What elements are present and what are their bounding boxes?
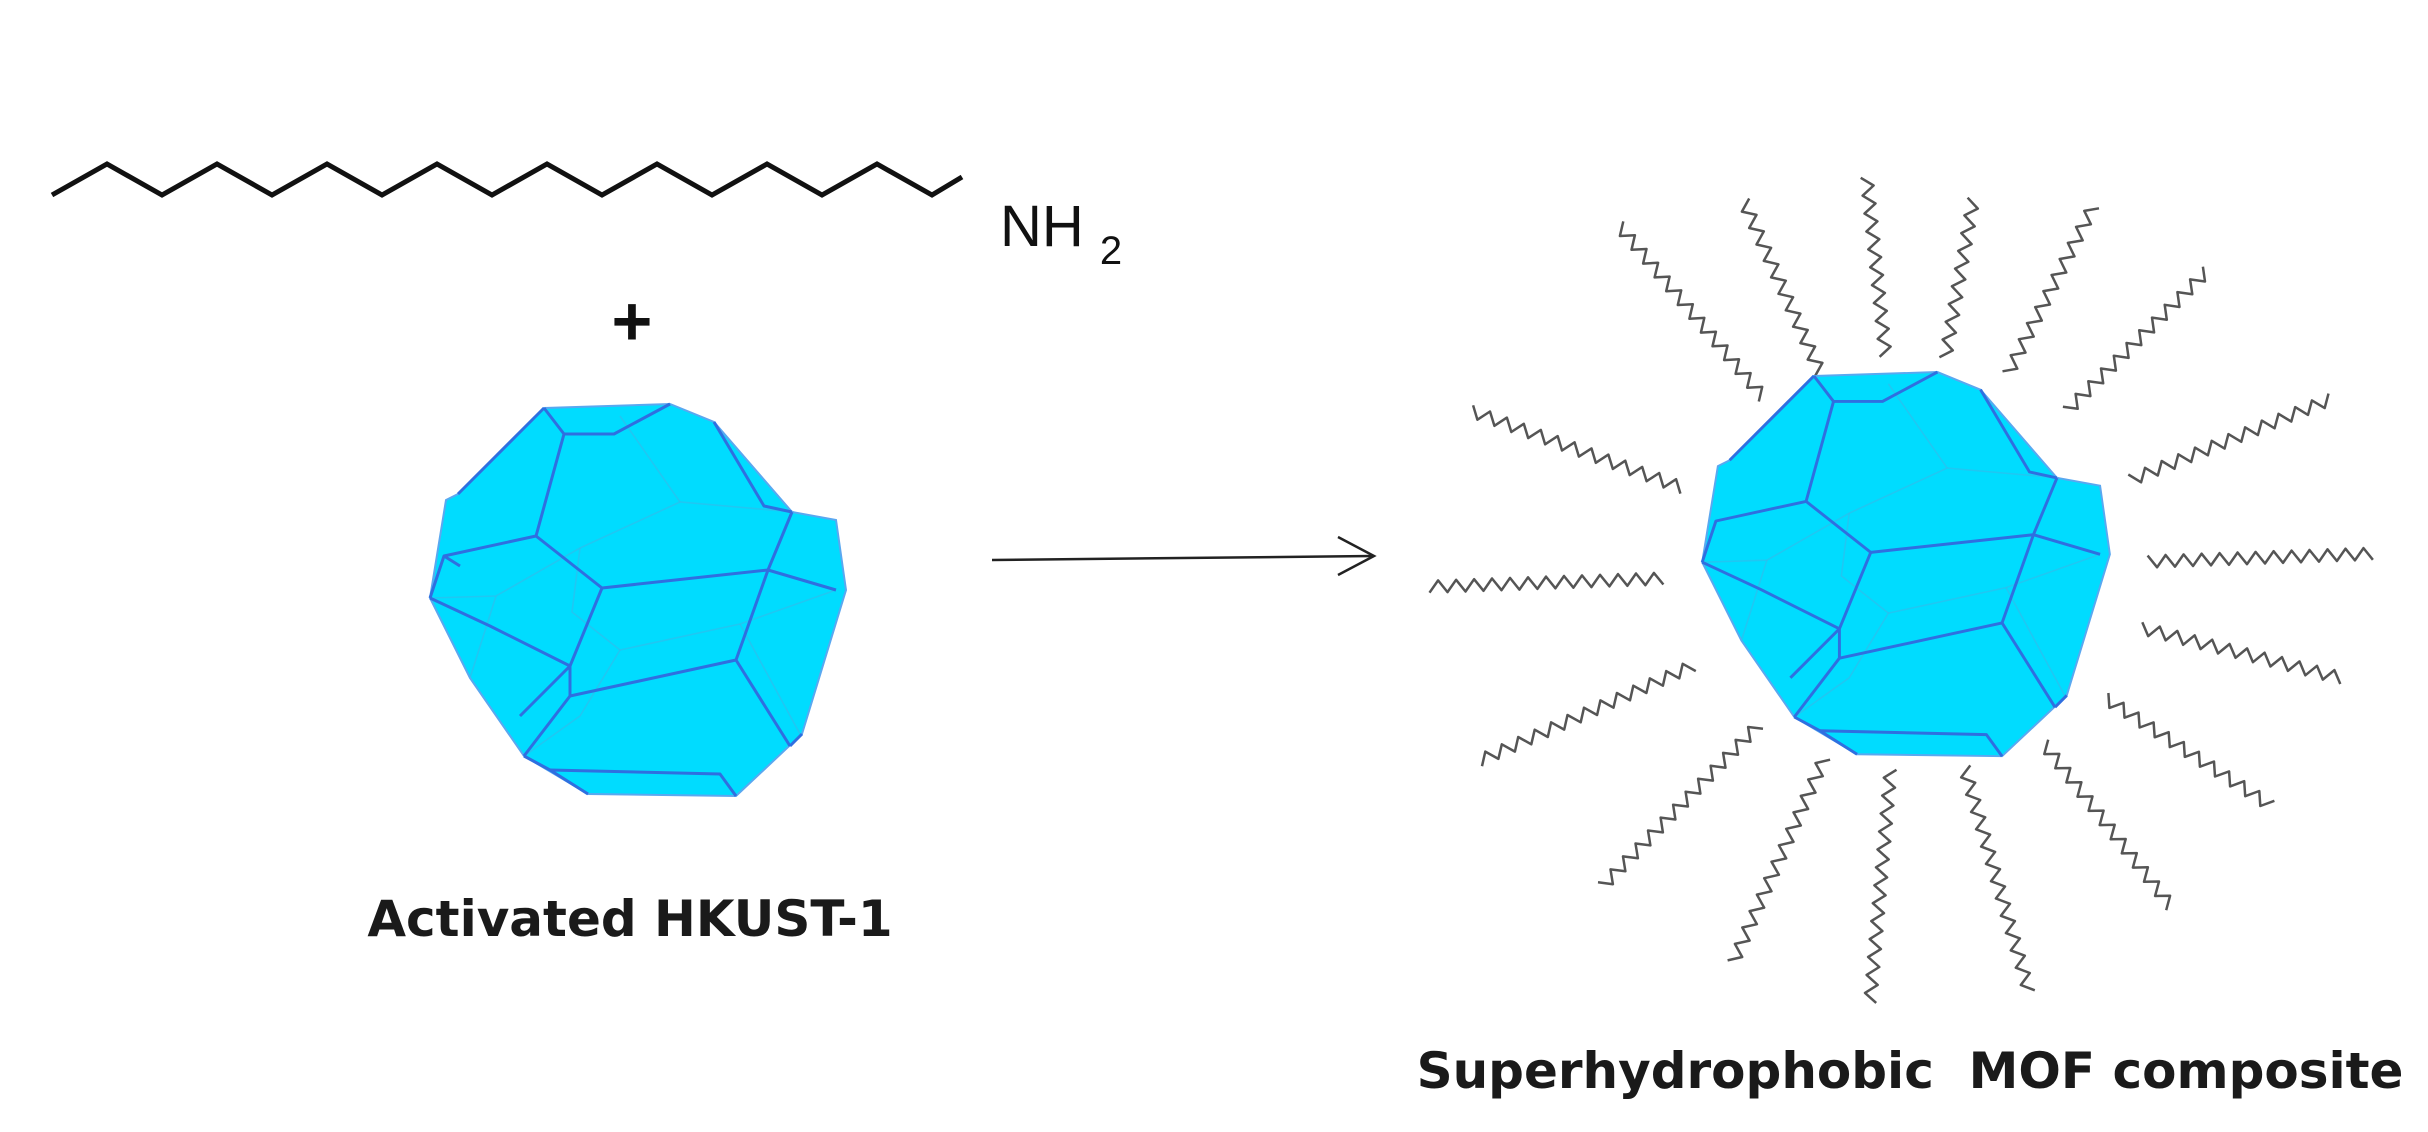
composite-front-edges	[1700, 370, 2111, 758]
alkylamine-molecule: NH 2	[50, 161, 1122, 273]
amine-group-label: NH 2	[1000, 194, 1122, 273]
superhydrophobic-mof-composite-label: Superhydrophobic MOF composite	[1417, 1042, 2404, 1100]
activated-hkust-1-label: Activated HKUST-1	[367, 890, 892, 948]
amine-subscript: 2	[1100, 229, 1122, 273]
plus-sign: +	[612, 282, 653, 360]
alkyl-chain-ray	[1727, 758, 1831, 962]
alkyl-chain-ray	[2107, 692, 2275, 808]
alkyl-chain-ray	[1428, 571, 1665, 594]
alkyl-chain-ray	[1959, 764, 2036, 992]
alkyl-chain-ray	[1618, 221, 1764, 402]
alkyl-chain-ray	[2062, 266, 2207, 411]
alkyl-chain-ray	[1597, 725, 1764, 886]
crystal-body	[430, 404, 846, 796]
crystal-back-edges	[429, 415, 837, 757]
composite-crystal-body	[1702, 372, 2110, 757]
alkyl-chain-ray	[2141, 621, 2342, 685]
crystal-front-edges	[428, 402, 848, 798]
grafted-alkyl-chains	[1428, 176, 2374, 1004]
alkyl-chain-ray	[2043, 739, 2172, 911]
alkyl-chain-ray	[1480, 662, 1697, 767]
mof-composite-crystal	[1700, 370, 2111, 758]
alkyl-chain-ray	[2002, 207, 2100, 373]
alkyl-chain-ray	[2146, 546, 2374, 569]
alkyl-chain-ray	[2127, 393, 2330, 484]
alkyl-chain-ray	[1740, 197, 1824, 377]
amine-nh: NH	[1000, 194, 1084, 259]
reaction-arrow	[991, 535, 1377, 577]
alkyl-chain-ray	[1938, 196, 1980, 359]
hkust-1-crystal	[428, 402, 848, 798]
alkyl-chain-ray	[1860, 176, 1892, 358]
composite-back-edges	[1702, 383, 2101, 718]
alkyl-chain-ray	[1863, 768, 1898, 1004]
alkyl-chain-ray	[1471, 404, 1682, 494]
alkyl-chain	[50, 161, 964, 198]
